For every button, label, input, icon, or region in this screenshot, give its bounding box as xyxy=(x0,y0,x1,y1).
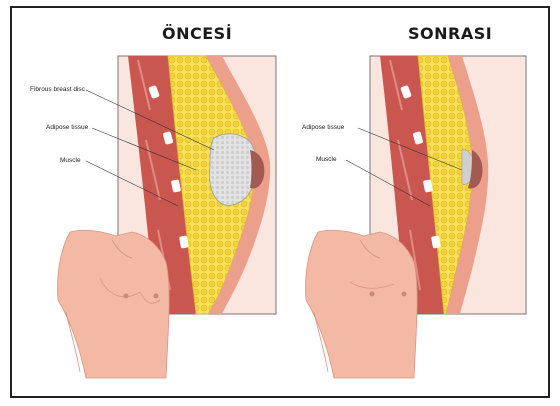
before-torso xyxy=(58,230,170,378)
after-title: SONRASI xyxy=(408,24,492,43)
before-title: ÖNCESİ xyxy=(162,24,232,43)
label-adipose-tissue-after: Adipose tissue xyxy=(302,124,344,131)
label-muscle-before: Muscle xyxy=(60,157,81,164)
label-muscle-after: Muscle xyxy=(316,156,337,163)
label-fibrous-breast-disc: Fibrous breast disc xyxy=(30,86,85,93)
after-panel xyxy=(306,56,527,378)
label-adipose-tissue-before: Adipose tissue xyxy=(46,124,88,131)
after-torso xyxy=(306,230,418,378)
before-panel xyxy=(58,56,277,378)
